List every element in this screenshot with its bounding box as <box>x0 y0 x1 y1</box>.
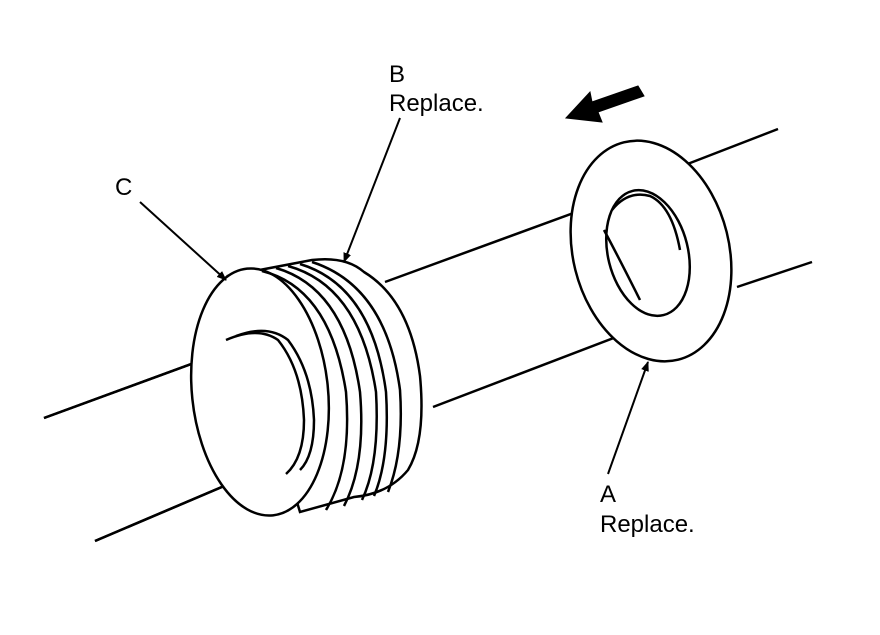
leader-line-c <box>139 201 227 281</box>
direction-arrow <box>564 85 645 123</box>
callout-a-letter: A <box>600 481 616 508</box>
arrow-left-down-icon <box>564 85 645 123</box>
washer-a <box>569 139 733 363</box>
callout-b-note: Replace. <box>389 90 484 117</box>
leader-line-b <box>343 117 401 263</box>
callout-a-note: Replace. <box>600 511 695 538</box>
seal-b <box>189 258 423 517</box>
callout-b-letter: B <box>389 61 405 88</box>
leader-line-a <box>607 361 649 475</box>
callout-c-letter: C <box>115 174 132 201</box>
